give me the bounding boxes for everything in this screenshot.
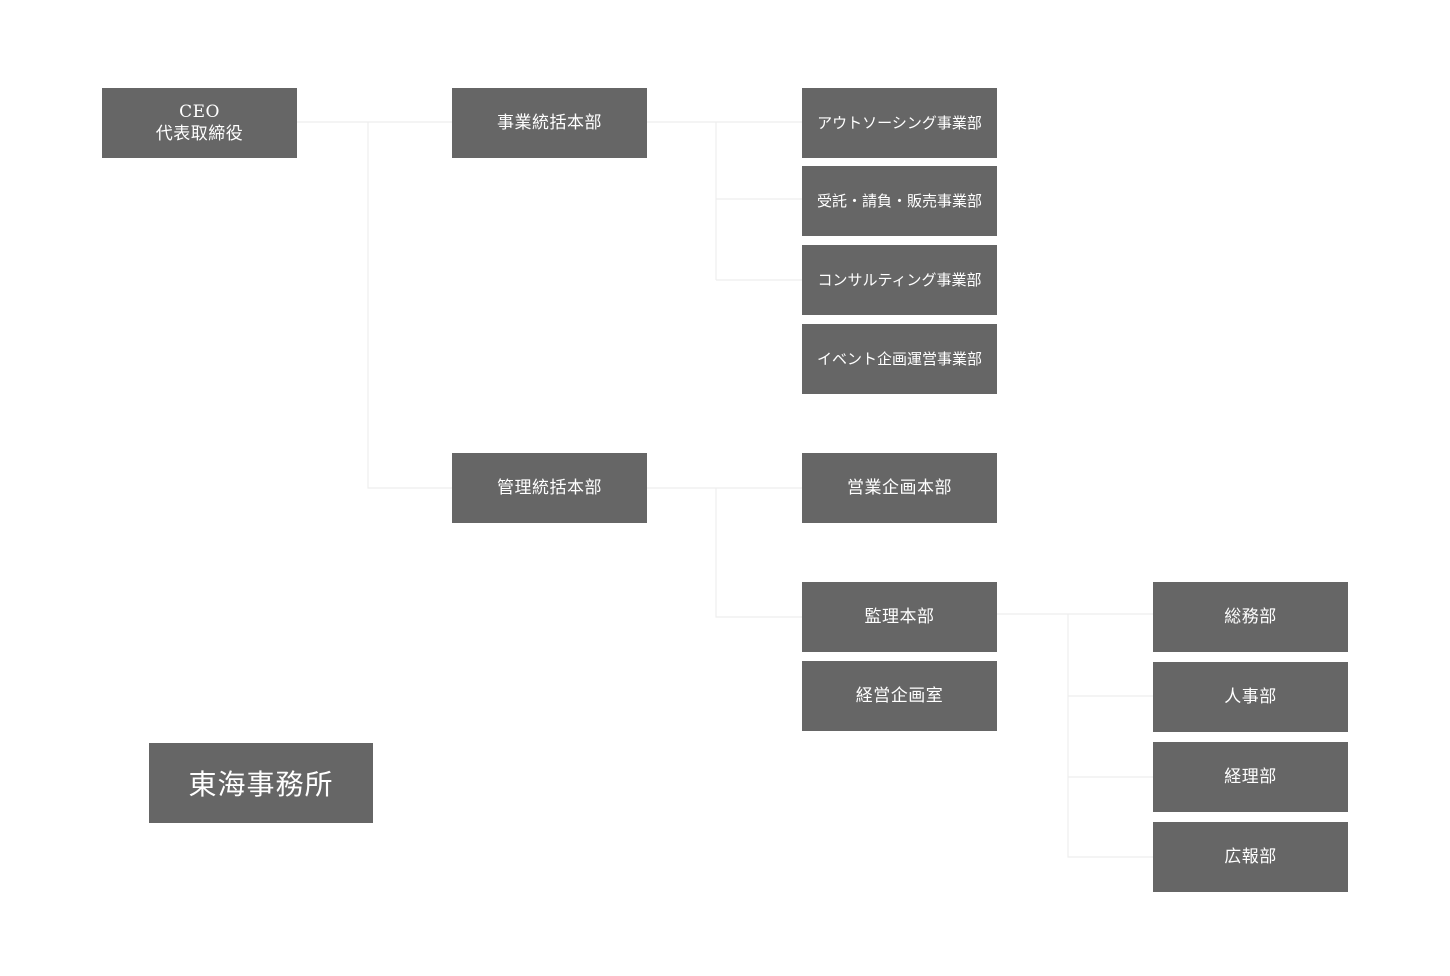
department-label: イベント企画運営事業部 <box>816 350 982 368</box>
ceo-box: CEO 代表取締役 <box>102 88 297 158</box>
section-label: 総務部 <box>1224 607 1277 627</box>
section-box-general-affairs: 総務部 <box>1153 582 1348 652</box>
department-box-consulting: コンサルティング事業部 <box>802 245 997 315</box>
section-label: 人事部 <box>1224 687 1277 707</box>
department-box-event-planning: イベント企画運営事業部 <box>802 324 997 394</box>
management-division-label: 管理統括本部 <box>497 478 602 498</box>
department-label: 営業企画本部 <box>847 478 952 498</box>
department-box-contract-sales: 受託・請負・販売事業部 <box>802 166 997 236</box>
ceo-role: 代表取締役 <box>155 124 244 144</box>
department-box-sales-planning: 営業企画本部 <box>802 453 997 523</box>
department-label: アウトソーシング事業部 <box>817 114 982 132</box>
department-box-audit: 監理本部 <box>802 582 997 652</box>
office-label: 東海事務所 <box>188 768 334 801</box>
connector-ceo-divisions <box>297 121 452 489</box>
section-box-public-relations: 広報部 <box>1153 822 1348 892</box>
section-box-accounting: 経理部 <box>1153 742 1348 812</box>
department-label: 受託・請負・販売事業部 <box>816 192 982 210</box>
management-division-box: 管理統括本部 <box>452 453 647 523</box>
section-box-human-resources: 人事部 <box>1153 662 1348 732</box>
department-box-corporate-planning: 経営企画室 <box>802 661 997 731</box>
section-label: 経理部 <box>1224 767 1277 787</box>
connector-management-departments <box>647 487 802 618</box>
department-label: 監理本部 <box>864 607 935 627</box>
tokai-office-box: 東海事務所 <box>149 743 373 823</box>
connector-audit-sections <box>997 613 1153 858</box>
department-label: 経営企画室 <box>855 686 944 706</box>
section-label: 広報部 <box>1224 847 1277 867</box>
business-division-label: 事業統括本部 <box>497 113 602 133</box>
connector-business-departments <box>647 121 802 281</box>
business-division-box: 事業統括本部 <box>452 88 647 158</box>
department-box-outsourcing: アウトソーシング事業部 <box>802 88 997 158</box>
ceo-title: CEO <box>179 102 220 122</box>
department-label: コンサルティング事業部 <box>817 271 982 289</box>
